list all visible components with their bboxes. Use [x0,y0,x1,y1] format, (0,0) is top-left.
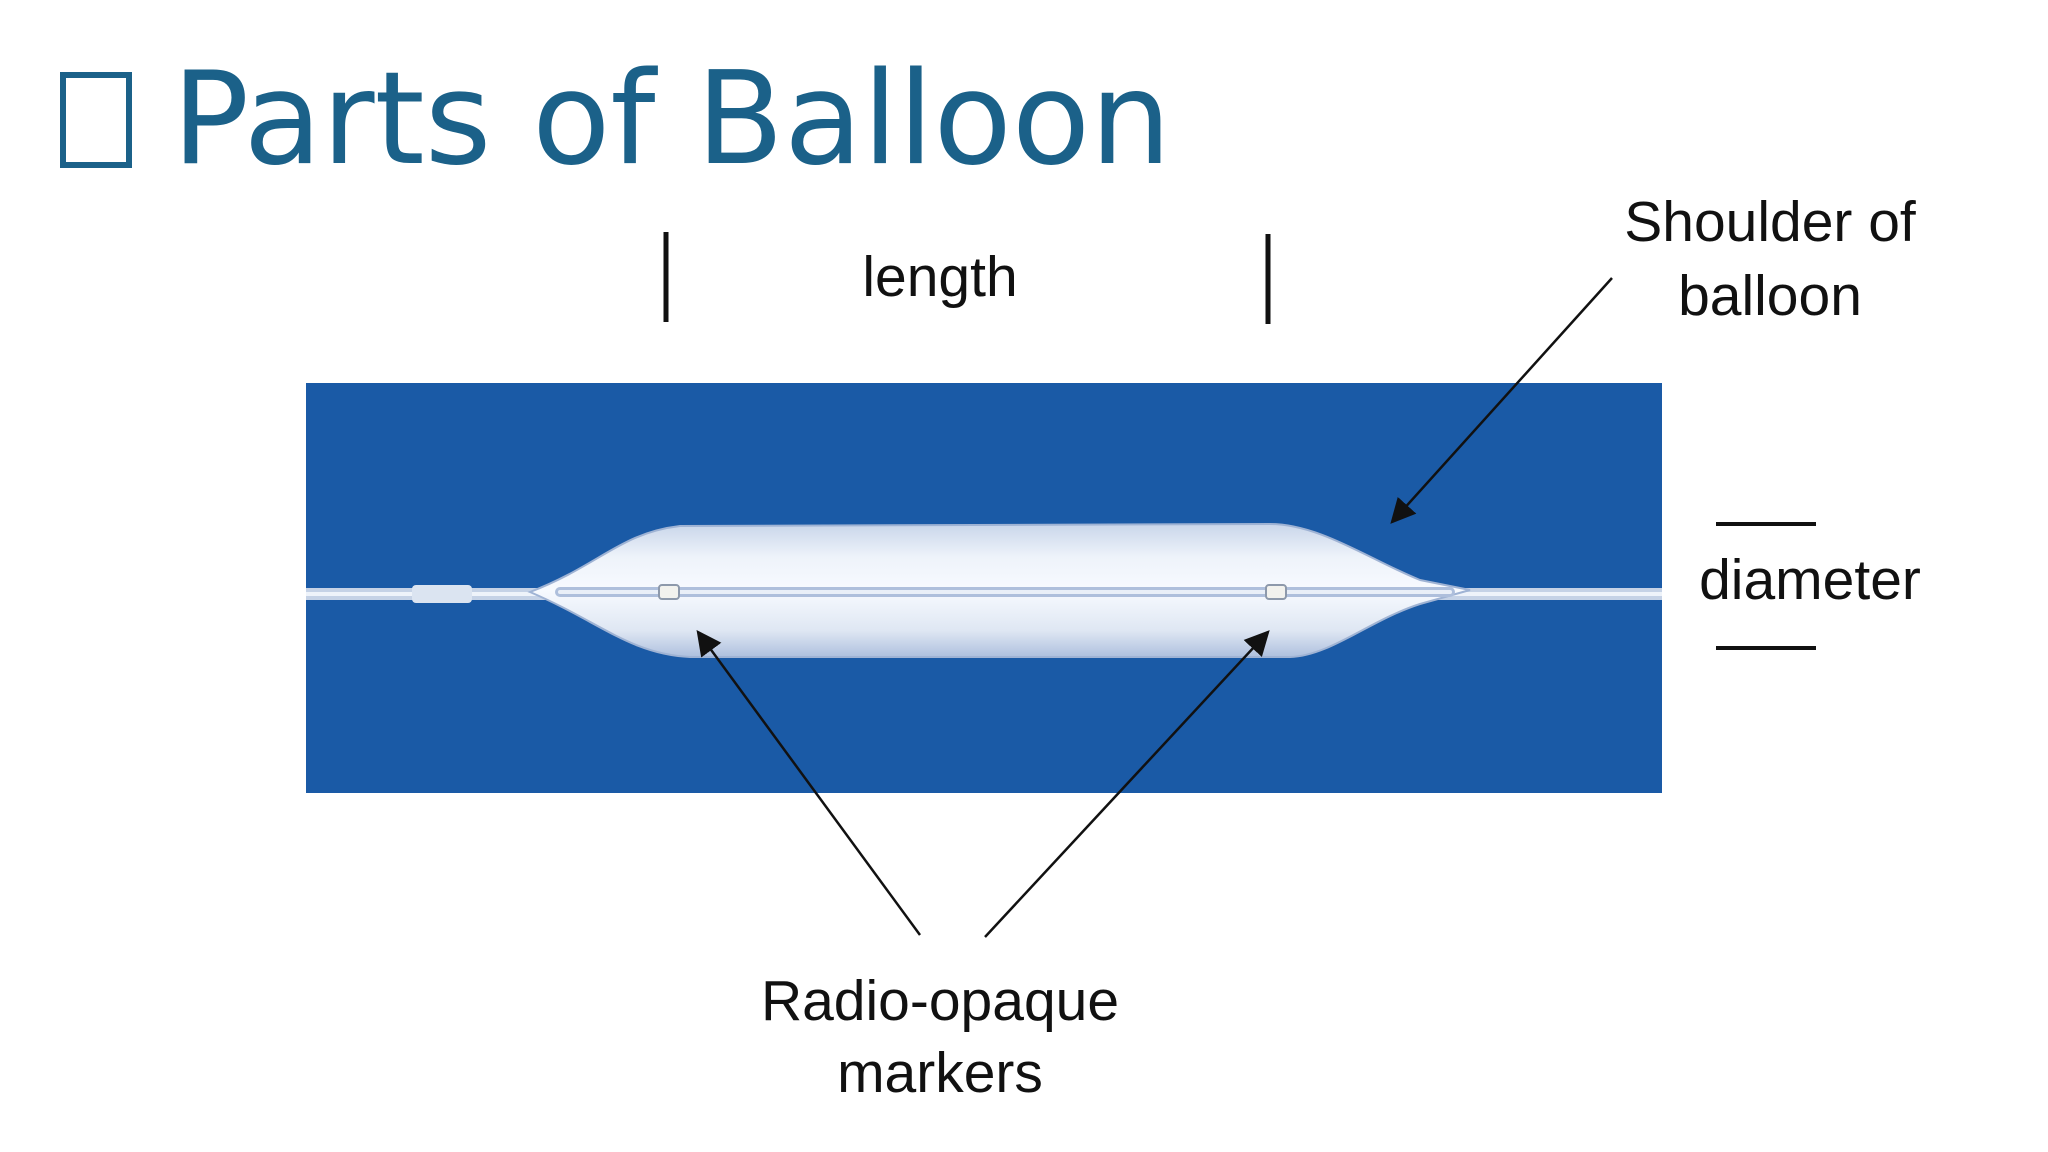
slide-title-text: Parts of Balloon [172,45,1172,194]
shoulder-label-line1: Shoulder of [1624,190,1916,254]
radio-opaque-marker-left [658,584,680,600]
marker-arrow-left [696,629,922,936]
length-label: length [862,245,1018,309]
shoulder-label-line2: balloon [1678,264,1862,328]
shoulder-arrow [1390,277,1613,524]
markers-label-line2: markers [837,1041,1043,1105]
square-bullet-icon [60,71,132,168]
slide-title: Parts of Balloon [60,45,1171,195]
markers-label-line1: Radio-opaque [760,969,1120,1033]
diameter-label: diameter [1699,548,1921,612]
marker-arrow-right [984,630,1270,938]
balloon-body [527,522,1471,658]
radio-opaque-marker-right [1265,584,1287,600]
